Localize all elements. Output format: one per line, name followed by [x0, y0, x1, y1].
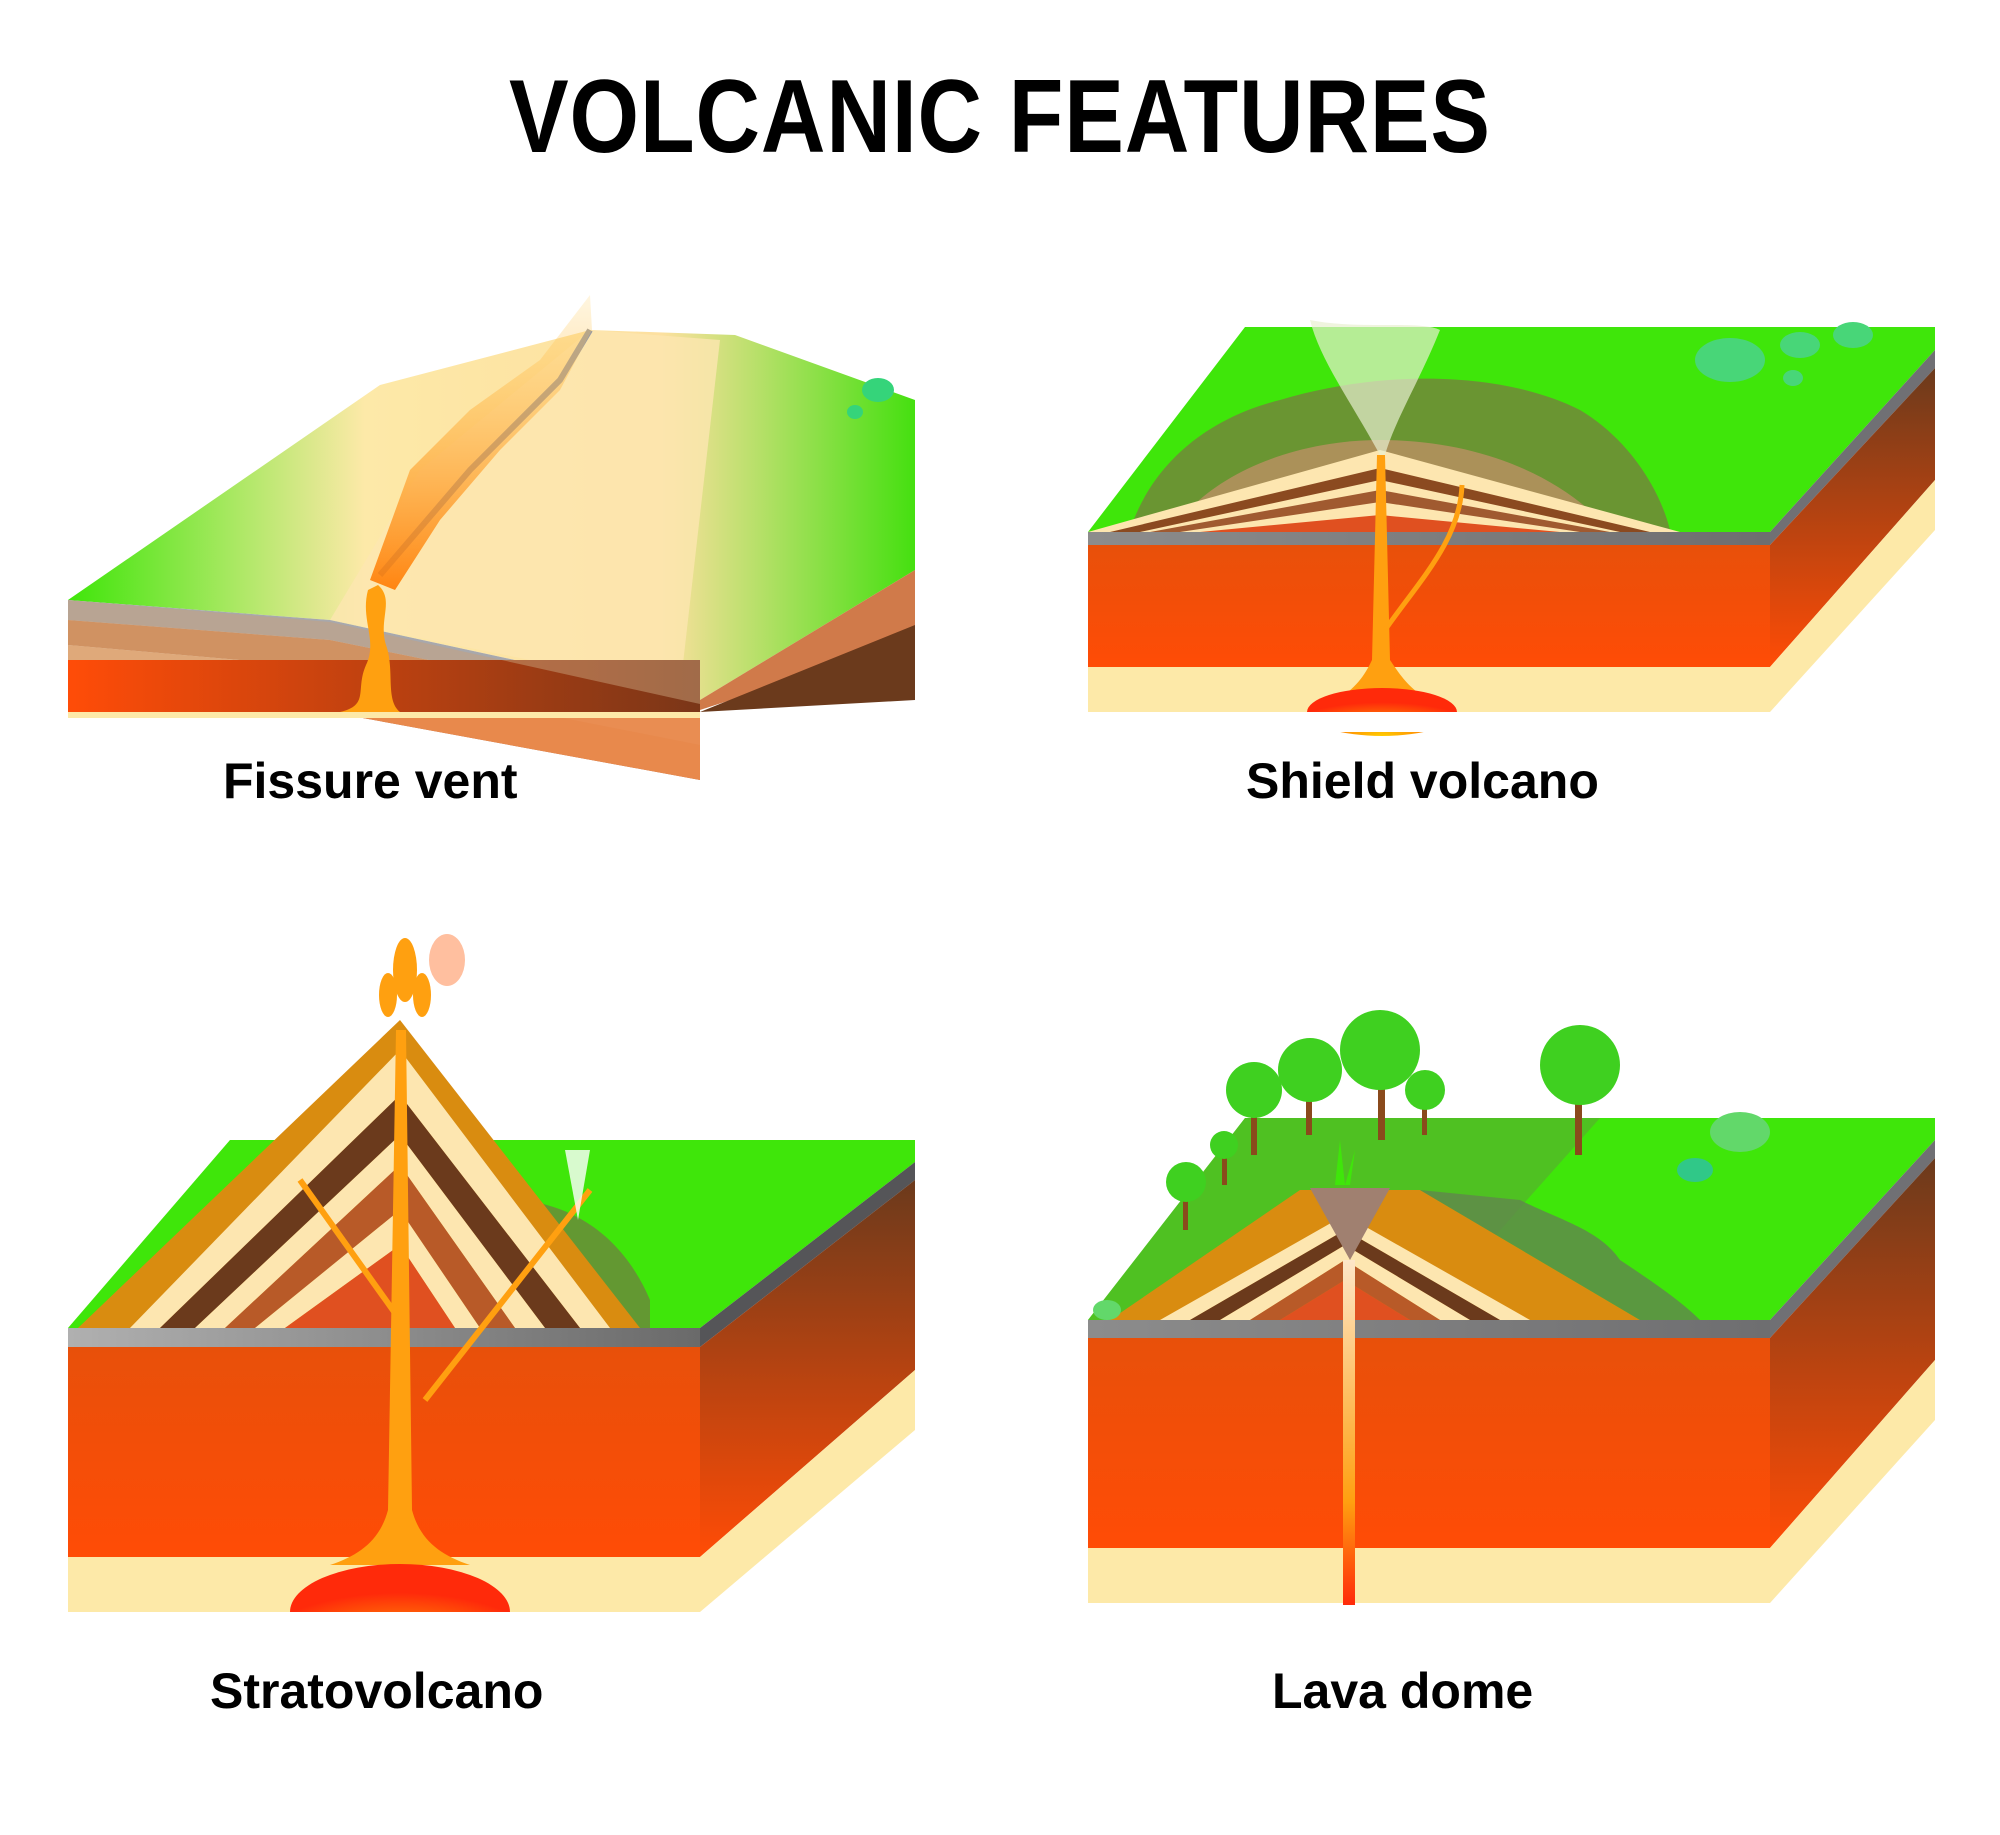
grass-tuft-icon — [1335, 1140, 1355, 1185]
tree-icon — [1166, 1162, 1206, 1230]
base-layer — [1088, 1548, 1770, 1603]
shield-volcano-diagram — [1088, 320, 1935, 736]
mantle-front — [1088, 1338, 1770, 1548]
eruption-icon — [393, 938, 417, 1002]
lava-conduit — [1343, 1260, 1355, 1605]
steam-plume-icon — [1310, 320, 1440, 455]
tree-icon — [1226, 1062, 1282, 1155]
panel-fissure-vent: Fissure vent — [0, 0, 1000, 900]
tree-icon — [1278, 1038, 1342, 1135]
page-title: VOLCANIC FEATURES — [509, 59, 1491, 175]
tree-icon — [1405, 1070, 1445, 1135]
stratovolcano-diagram — [68, 934, 915, 1662]
bush-icon — [1695, 338, 1765, 382]
panel-label: Stratovolcano — [210, 1663, 544, 1719]
panel-label: Fissure vent — [223, 753, 518, 809]
panel-label: Lava dome — [1272, 1663, 1534, 1719]
fissure-vent-diagram — [68, 295, 915, 780]
panel-shield-volcano: Shield volcano — [1000, 0, 2000, 900]
mantle-front — [1088, 545, 1770, 667]
bush-icon — [1710, 1112, 1770, 1152]
panel-lava-dome: Lava dome — [1000, 900, 2000, 1835]
side-face — [700, 570, 915, 710]
lava-dike — [340, 585, 400, 712]
tree-icon — [1540, 1025, 1620, 1155]
tree-icon — [1210, 1131, 1238, 1185]
lava-conduit — [1335, 455, 1430, 700]
bush-icon — [862, 378, 894, 402]
lava-dome-diagram — [1088, 1010, 1935, 1605]
tree-icon — [1340, 1010, 1420, 1140]
fire-curtain-icon — [370, 295, 592, 590]
lava-conduit — [330, 1030, 470, 1565]
panel-stratovolcano: Stratovolcano — [0, 900, 1000, 1835]
panel-label: Shield volcano — [1246, 753, 1599, 809]
